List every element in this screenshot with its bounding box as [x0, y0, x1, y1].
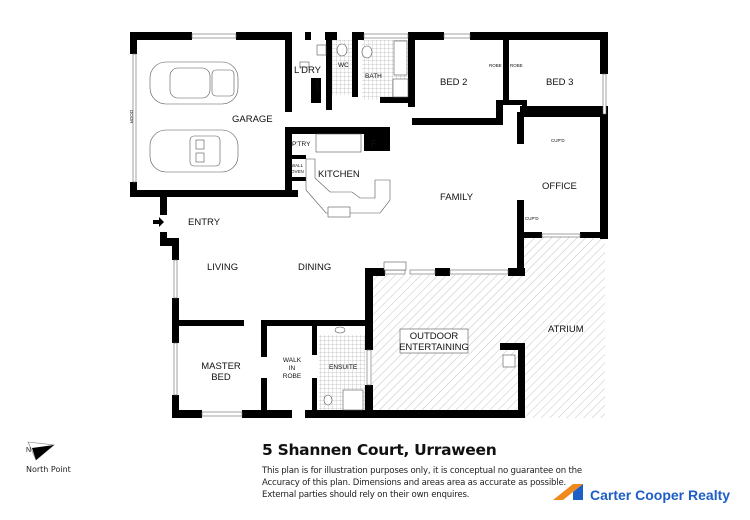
walls: [130, 32, 608, 418]
cars: [149, 61, 239, 173]
wall-oven-label: WALL: [291, 163, 304, 168]
car-icon: [149, 61, 239, 105]
room-label-outdoor: OUTDOOR: [410, 331, 459, 342]
car-icon: [149, 129, 239, 173]
garage-door-label: DOOR: [129, 110, 134, 124]
room-label-living: LIVING: [207, 262, 238, 273]
room-label-office: OFFICE: [542, 181, 577, 192]
robe-label: ROBE: [510, 63, 523, 68]
north-point-label: North Point: [26, 465, 71, 474]
room-label-wc: WC: [338, 62, 349, 69]
room-label-atrium: ATRIUM: [548, 324, 584, 335]
brand-logo-icon: [553, 484, 583, 500]
room-label-laundry: L'DRY: [294, 65, 322, 76]
room-label-master: BED: [211, 372, 231, 383]
brand-name: Carter Cooper Realty: [590, 487, 731, 503]
room-label-walk-in-robe: WALK: [283, 357, 302, 364]
windows: [132, 33, 607, 417]
disclaimer-line: Accuracy of this plan. Dimensions and ar…: [262, 478, 567, 488]
room-label-pantry: P'TRY: [292, 141, 311, 148]
room-label-entry: ENTRY: [188, 217, 221, 228]
north-point-icon: N: [26, 441, 55, 461]
cupboard-label: CUP'D: [551, 138, 565, 143]
room-label-walk-in-robe: ROBE: [283, 373, 302, 380]
room-label-walk-in-robe: IN: [289, 365, 296, 372]
address-title: 5 Shannen Court, Urraween: [262, 441, 497, 459]
disclaimer-line: External parties should rely on their ow…: [262, 490, 470, 500]
room-label-dining: DINING: [298, 262, 331, 273]
room-label-bed3: BED 3: [546, 77, 573, 88]
room-label-master: MASTER: [201, 361, 241, 372]
room-label-ensuite: ENSUITE: [329, 364, 358, 371]
robe-label: ROBE: [489, 63, 502, 68]
room-label-bed2: BED 2: [440, 77, 467, 88]
room-label-kitchen: KITCHEN: [318, 169, 360, 180]
fixtures: [299, 40, 516, 411]
wall-oven-label: OVEN: [291, 169, 304, 174]
outdoor-paving: [372, 237, 605, 418]
fridge-label: F: [371, 139, 377, 150]
cupboard-label: CUP'D: [525, 216, 539, 221]
svg-text:N: N: [26, 447, 31, 454]
wc-tiles: [332, 40, 352, 95]
room-label-linen: LINEN: [315, 78, 320, 91]
room-label-bath: BATH: [365, 73, 382, 80]
room-label-outdoor: ENTERTAINING: [399, 342, 469, 353]
entry-arrow-icon: [153, 217, 164, 227]
disclaimer-line: This plan is for illustration purposes o…: [262, 466, 582, 476]
room-label-garage: GARAGE: [232, 114, 273, 125]
room-label-family: FAMILY: [440, 192, 474, 203]
